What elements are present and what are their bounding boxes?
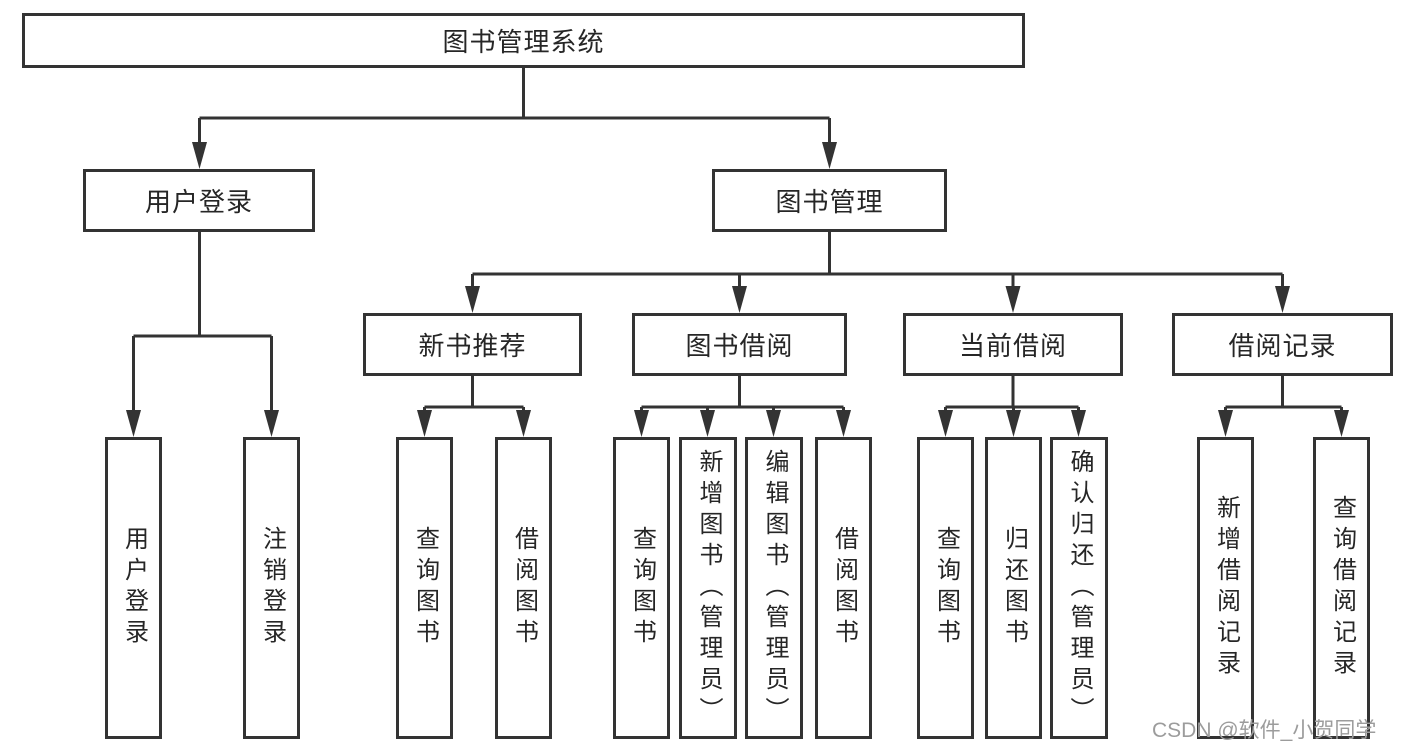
leaf-query-borrow-record: 查询借阅记录 xyxy=(1313,437,1370,739)
leaf-borrow-books: 借阅图书 xyxy=(815,437,872,739)
csdn-watermark: CSDN @软件_小贺同学 xyxy=(1152,719,1377,742)
node-borrowing-records: 借阅记录 xyxy=(1172,313,1393,376)
leaf-user-login: 用户登录 xyxy=(105,437,162,739)
leaf-add-borrow-record: 新增借阅记录 xyxy=(1197,437,1254,739)
leaf-query-books-recommend: 查询图书 xyxy=(396,437,453,739)
leaf-borrow-books-recommend: 借阅图书 xyxy=(495,437,552,739)
node-new-book-recommend: 新书推荐 xyxy=(363,313,582,376)
leaf-logout: 注销登录 xyxy=(243,437,300,739)
node-root-library-management-system: 图书管理系统 xyxy=(22,13,1025,68)
node-user-login-branch: 用户登录 xyxy=(83,169,315,232)
node-book-management-branch: 图书管理 xyxy=(712,169,947,232)
node-current-borrowing: 当前借阅 xyxy=(903,313,1123,376)
leaf-return-book: 归还图书 xyxy=(985,437,1042,739)
leaf-query-books-borrowing: 查询图书 xyxy=(613,437,670,739)
leaf-query-books-current: 查询图书 xyxy=(917,437,974,739)
leaf-edit-book-admin: 编辑图书（管理员） xyxy=(745,437,803,739)
node-book-borrowing: 图书借阅 xyxy=(632,313,847,376)
leaf-confirm-return-admin: 确认归还（管理员） xyxy=(1050,437,1108,739)
leaf-add-book-admin: 新增图书（管理员） xyxy=(679,437,737,739)
